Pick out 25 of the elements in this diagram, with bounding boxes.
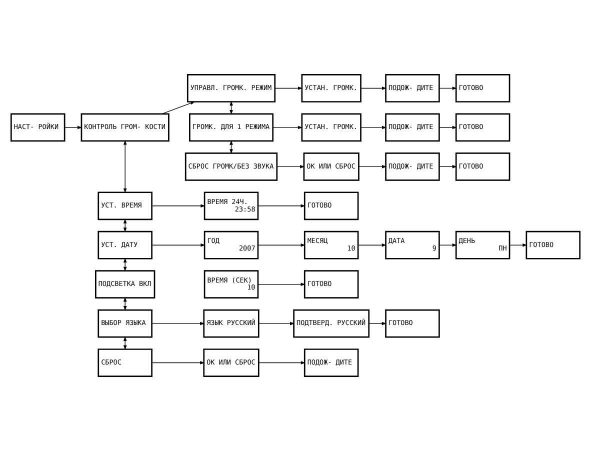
- arrow: [258, 282, 306, 286]
- arrow: [360, 86, 387, 90]
- arrow: [272, 125, 303, 129]
- arrow: [368, 321, 387, 325]
- arrow: [358, 164, 387, 168]
- arrow: [509, 242, 528, 246]
- arrow: [258, 242, 306, 246]
- arrow: [438, 125, 458, 129]
- arrow: [152, 204, 206, 208]
- arrow: [258, 321, 295, 325]
- arrow: [123, 140, 127, 193]
- arrow: [152, 321, 205, 325]
- arrow: [258, 204, 306, 208]
- arrow: [152, 242, 206, 246]
- arrow: [274, 86, 303, 90]
- arrow: [360, 125, 387, 129]
- arrow: [276, 164, 305, 168]
- arrow: [152, 360, 205, 364]
- arrow: [64, 125, 82, 129]
- arrow: [438, 86, 458, 90]
- arrow: [258, 360, 306, 364]
- arrow: [358, 242, 387, 246]
- arrow: [162, 100, 196, 114]
- arrow: [438, 242, 458, 246]
- arrow: [438, 164, 458, 168]
